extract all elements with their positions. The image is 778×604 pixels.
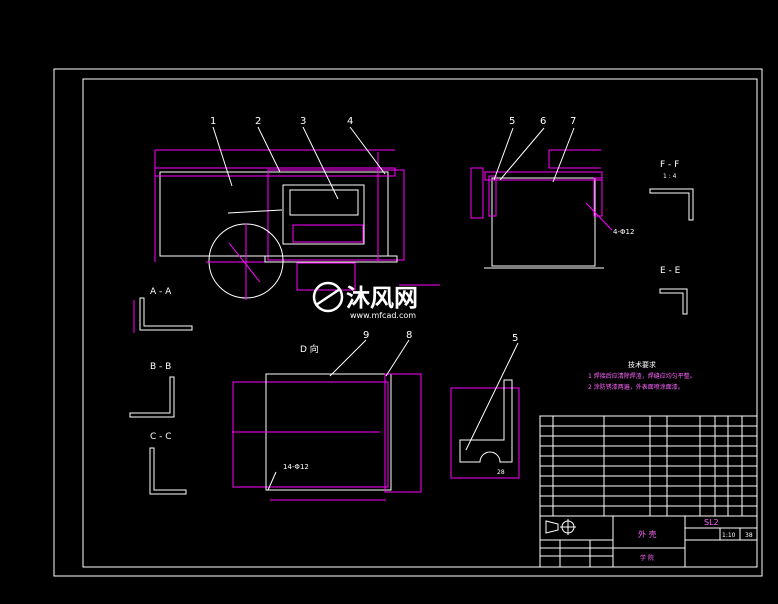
balloon-3: 3 [300,116,306,127]
balloon-5-bracket: 5 [512,333,518,344]
section-ff-label: F - F [660,160,679,170]
company-name: 学 院 [640,554,654,562]
front-view: 1 2 3 4 [154,116,440,300]
balloon-1: 1 [210,116,216,127]
section-ff: F - F 1 : 4 [649,160,694,221]
hole-callout: 4-Φ12 [613,228,634,236]
watermark-url: www.mfcad.com [350,311,416,320]
section-cc-label: C - C [150,432,172,442]
balloon-5: 5 [509,116,515,127]
section-ee: E - E [659,266,688,315]
scale-value: 1:10 [722,532,736,539]
balloon-9: 9 [363,330,369,341]
bracket-dim: 28 [497,469,505,476]
plan-hole-callout: 14-Φ12 [283,463,309,471]
section-cc: C - C [149,432,187,495]
section-ee-label: E - E [660,266,681,276]
parts-list [539,415,758,517]
watermark: 沐风网 www.mfcad.com [312,281,418,320]
section-bb-label: B - B [150,362,171,372]
inner-frame [82,78,758,568]
balloon-7: 7 [570,116,576,127]
d-view-label: D 向 [300,343,319,355]
balloon-4: 4 [347,116,353,127]
side-view: 5 6 7 4-Φ12 [470,116,634,269]
drawing-number: SL2 [704,518,719,527]
balloon-2: 2 [255,116,261,127]
plan-view: D 向 9 8 14-Φ12 [232,330,422,501]
technical-notes: 技术要求 1 焊接后应清除焊渣，焊缝应均匀平整。 2 涂防锈漆两遍，外表面喷涂面… [588,360,696,391]
weight-value: 38 [745,532,753,539]
section-aa-label: A - A [150,287,172,297]
balloon-8: 8 [406,330,412,341]
outer-frame [53,68,763,577]
title-block: SL2 外 壳 学 院 1:10 38 [539,515,758,568]
section-bb: B - B [129,362,175,418]
section-ff-scale: 1 : 4 [663,173,677,180]
notes-title: 技术要求 [628,360,656,369]
part-name: 外 壳 [638,529,657,539]
notes-line-1: 1 焊接后应清除焊渣，焊缝应均匀平整。 [588,372,696,380]
bracket-detail: 5 28 [450,333,520,479]
section-aa: A - A [133,287,193,333]
watermark-brand: 沐风网 [346,284,418,312]
notes-line-2: 2 涂防锈漆两遍，外表面喷涂面漆。 [588,383,684,391]
balloon-6: 6 [540,116,546,127]
